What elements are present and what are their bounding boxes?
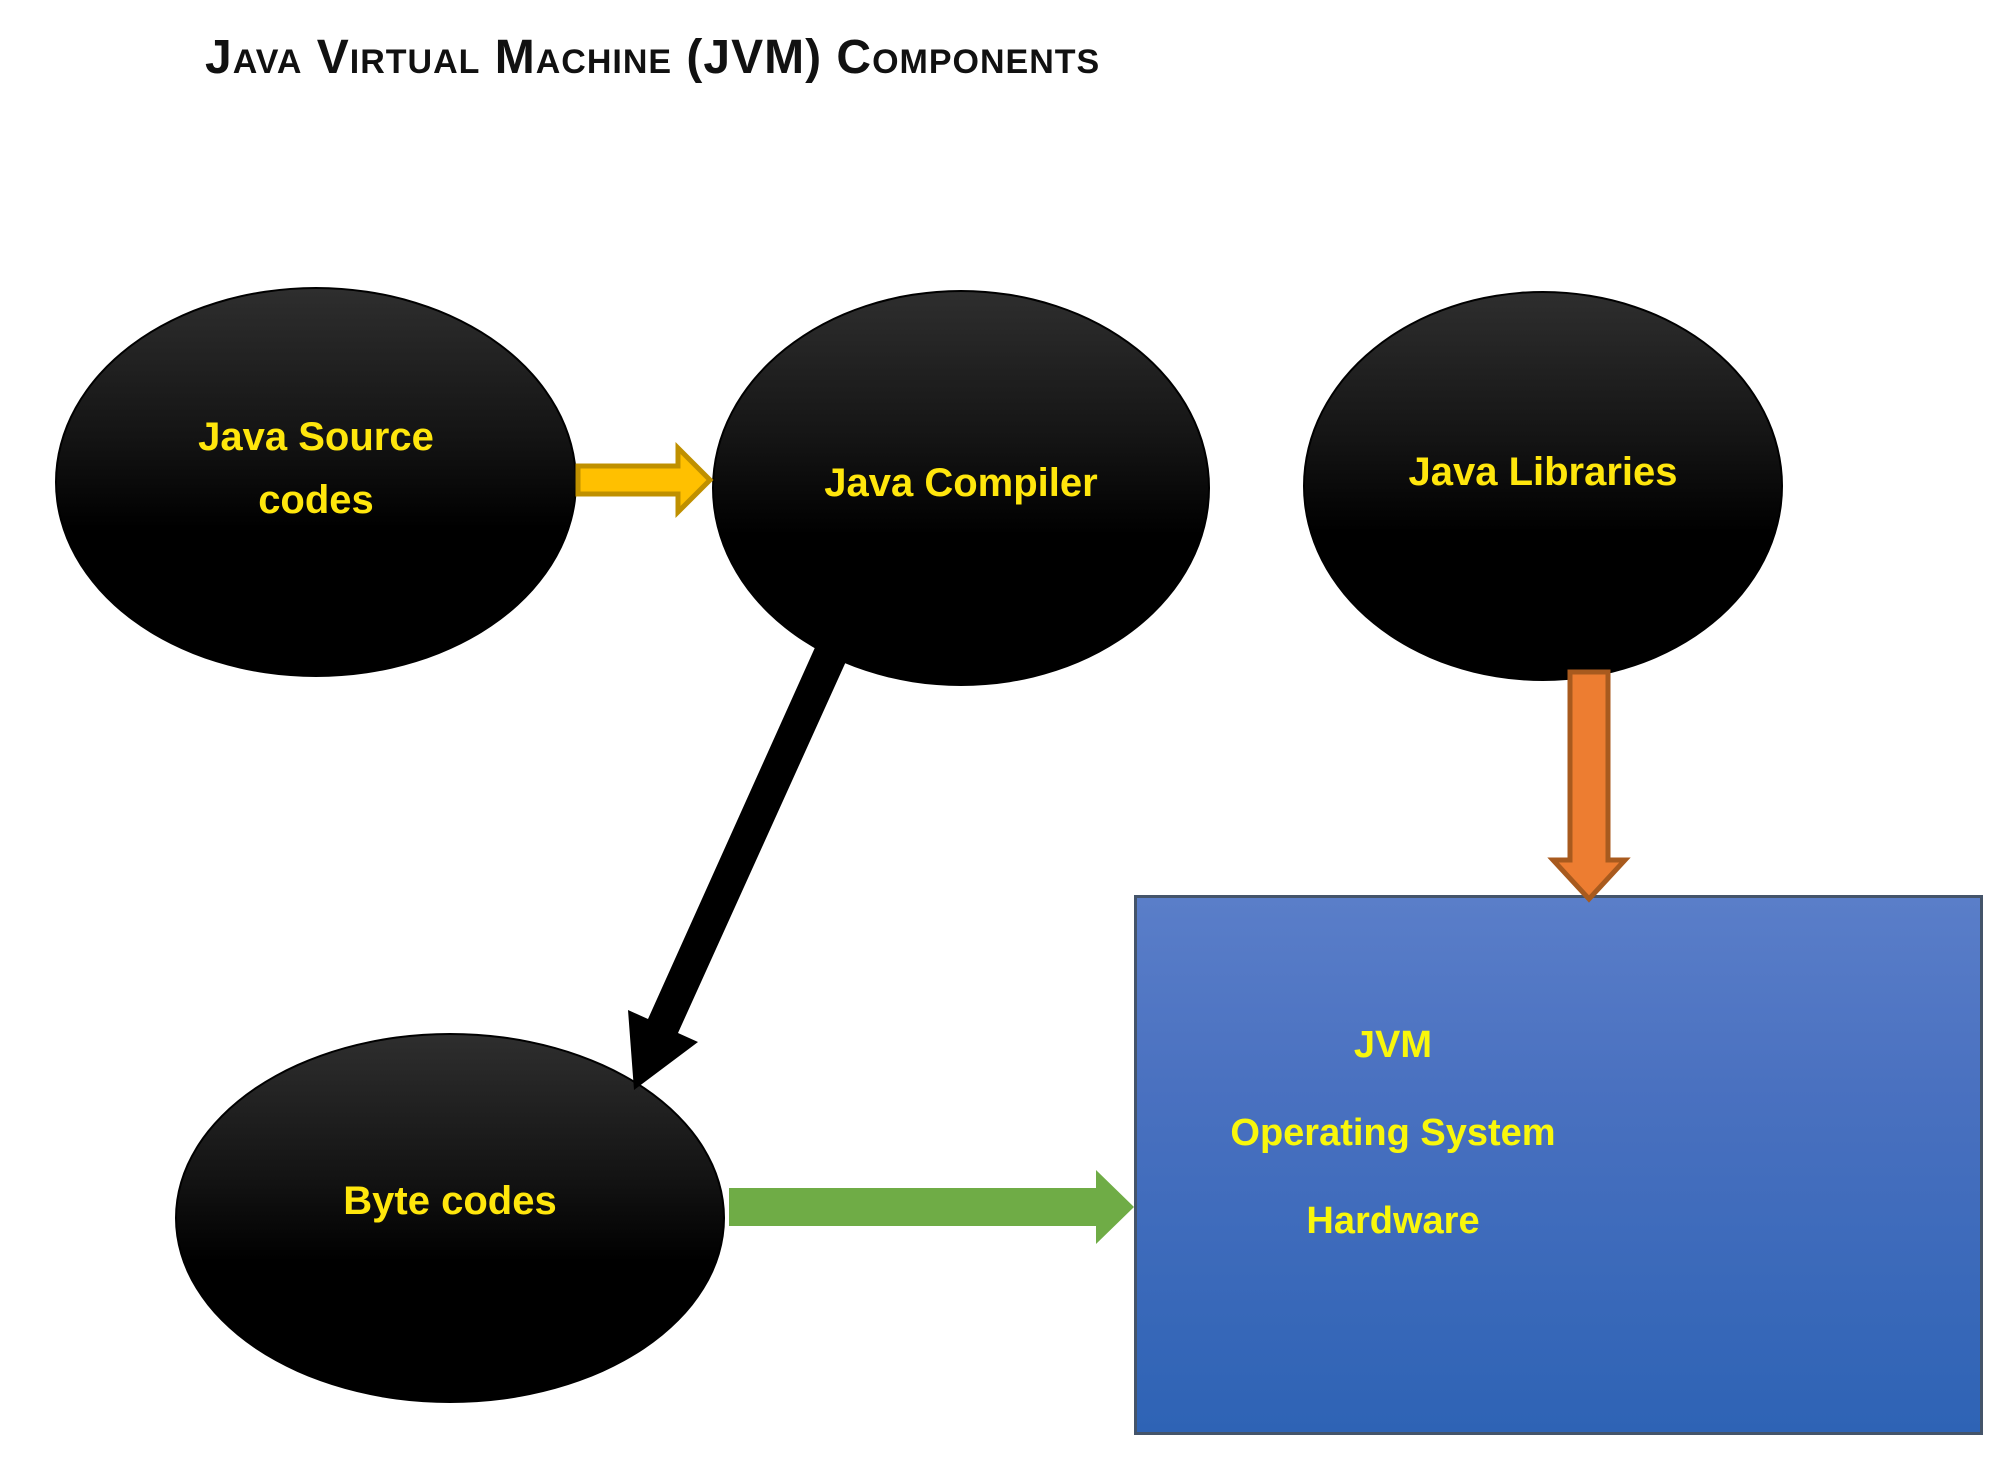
node-java-compiler-label: Java Compiler xyxy=(824,460,1098,505)
node-byte-codes-label: Byte codes xyxy=(343,1178,557,1223)
jvm-box-text: JVM Operating System Hardware xyxy=(1137,898,1649,1265)
node-java-compiler: Java Compiler xyxy=(712,290,1210,686)
node-java-source-codes-label: Java Source codes xyxy=(198,406,434,532)
jvm-box-line-operating-system: Operating System xyxy=(1230,1112,1556,1154)
arrow-bytecodes-to-jvm-icon xyxy=(729,1170,1134,1244)
node-java-libraries: Java Libraries xyxy=(1303,291,1783,681)
node-java-source-codes-line2: codes xyxy=(258,478,374,522)
node-java-source-codes: Java Source codes xyxy=(55,287,577,677)
node-byte-codes: Byte codes xyxy=(175,1033,725,1403)
jvm-box-line-hardware: Hardware xyxy=(1306,1200,1480,1242)
node-java-libraries-label: Java Libraries xyxy=(1408,449,1678,494)
diagram-title: Java Virtual Machine (JVM) Components xyxy=(205,31,1101,84)
node-java-source-codes-line1: Java Source xyxy=(198,415,434,459)
arrow-compiler-to-bytecodes-icon xyxy=(628,643,848,1090)
arrow-libraries-to-jvm-icon xyxy=(1547,669,1631,903)
node-jvm-os-hardware-box: JVM Operating System Hardware xyxy=(1134,895,1983,1435)
arrow-source-to-compiler-icon xyxy=(575,441,714,519)
jvm-box-line-jvm: JVM xyxy=(1353,1024,1433,1066)
